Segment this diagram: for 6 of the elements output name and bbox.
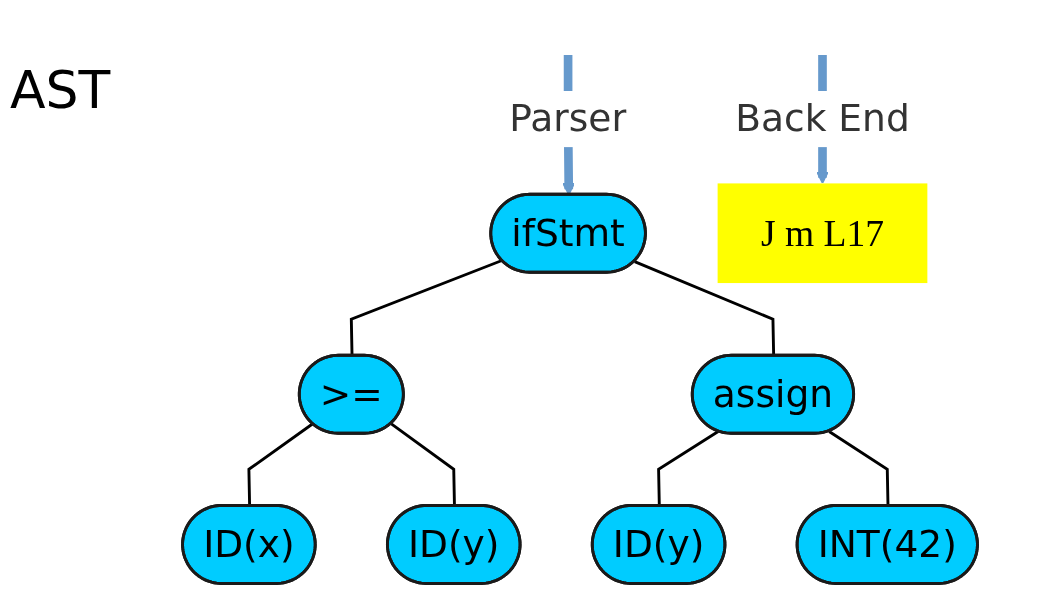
node-box: J m L17 [717,183,928,284]
connector [634,260,776,356]
connector [349,259,503,356]
edge-label: Parser [509,96,627,141]
diagram-label: AST [10,60,111,120]
edge-label: Back End [735,96,910,141]
